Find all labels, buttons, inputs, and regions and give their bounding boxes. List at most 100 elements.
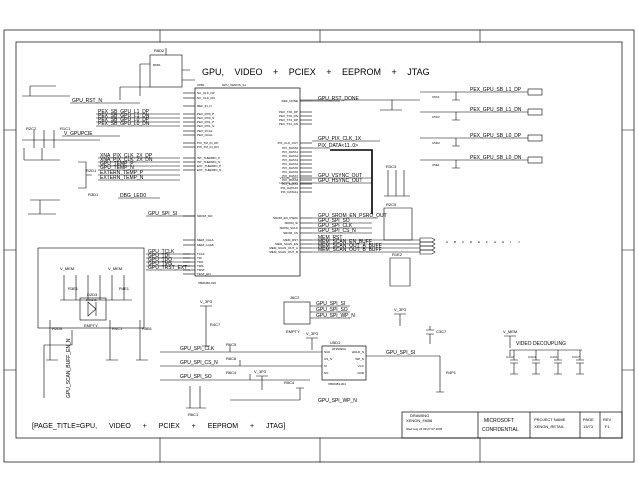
eeprom-pin-label-vcc: VCC [358, 364, 365, 368]
left-net-dbg-led0: DBG_LED0 [120, 193, 146, 199]
gpu-symbol [194, 87, 301, 277]
gpu-left-pin-label-int-thermo-p: INT_THERMO_P [197, 156, 220, 160]
gpu-right-pin-label-pix-data1: PIX_DATA1 [282, 150, 298, 154]
gpu-left-pin-label-tdo: TDO [197, 260, 204, 264]
resistor-label-r1c1: R1C1 [60, 126, 71, 131]
thermal-net-bracket [78, 161, 92, 189]
net-bottom-spi-so: GPU_SPI_SO [180, 374, 212, 380]
right-net-gpu-spi-clk: GPU_SPI_CLK [318, 223, 353, 229]
diode-d2d3 [79, 297, 107, 321]
mem-offpage-flag [419, 237, 436, 243]
gpu-right-pin-label-srom-en-psro: SROM_EN_PSRO [273, 216, 299, 220]
gpu-right-pin-label-srom-si: SROM_SI [284, 221, 298, 225]
eeprom-pin-label-gnd: GND [357, 371, 365, 375]
resistor-label-r2d5: R2D5 [52, 326, 63, 331]
gpu-left-pin-label-pex-rx1-p: PEX_RX1_P [197, 120, 214, 124]
decoupling-cap [532, 350, 540, 375]
right-net-gpu-hsync-out: GPU_HSYNC_OUT [318, 178, 362, 184]
right-net-pix-data-11-0: PIX_DATA<11..0> [318, 143, 358, 149]
frame-ticks [4, 30, 634, 462]
cap-label-c3c7: C3C7 [436, 329, 447, 334]
right-net-mem-rst: MEM_RST [318, 235, 342, 241]
supply-label-v3p3-a: V_3P3 [200, 299, 213, 304]
resistor-label-r6c4: R6C4 [226, 370, 237, 375]
pcie-offpage-flag [527, 134, 543, 142]
stub-label-j: J [518, 240, 520, 244]
resistor-label-r5c4: R5C4 [284, 380, 295, 385]
jtag-connector-empty: EMPTY [286, 329, 300, 334]
eeprom-pin-label-wp-n: WP_N [355, 357, 364, 361]
gpu-right-pin-label-mem-scan-out-b: MEM_SCAN_OUT_B [269, 250, 298, 254]
gpu-right-pin-label-ref-done: REF_DONE [282, 99, 298, 103]
gpu-left-pin-label-pex-rx1-n: PEX_RX1_N [197, 124, 214, 128]
resistor-label-r3e1: R3E1 [68, 286, 79, 291]
left-net-group: GPU_RST_NPEX_SB_GPU_L1_DPPEX_SB_GPU_L1_D… [62, 98, 195, 271]
reset-done-wire [300, 99, 420, 111]
decoupling-cap-label: C4C2 [506, 355, 514, 359]
decoupling-cap-label: C4C3 [528, 355, 536, 359]
title-project-label: PROJECT NAME [534, 417, 566, 422]
gpu-left-pin-group: NC_CLK_DPNC_CLK_DNREF_IN_NPEX_RX0_PPEX_R… [183, 91, 221, 276]
resistor-label-r6d2: R6D2 [154, 48, 165, 53]
title-rev-label: REV [603, 417, 612, 422]
right-net-gpu-spi-cs-n: GPU_SPI_CS_N [318, 228, 356, 234]
title-company: MICROSOFT [484, 418, 514, 424]
gpu-right-pin-label-pix-data7: PIX_DATA7 [282, 174, 298, 178]
title-page-value: 13/73 [583, 424, 594, 429]
right-net-gpu-vsync-out: GPU_VSYNC_OUT [318, 173, 362, 179]
stub-label-c: C [462, 240, 465, 244]
gpu-left-pin-label-nc-clk-dp: NC_CLK_DP [197, 91, 215, 95]
right-net-mem-scan-out-a-buff: MEM_SCAN_OUT_A_BUFF [318, 243, 382, 249]
left-net-extern-temp-n: EXTERN_TEMP_N [100, 175, 144, 181]
right-net-gpu-pix-clk-1x: GPU_PIX_CLK_1X [318, 136, 362, 142]
bottom-spi-wires [160, 346, 444, 409]
title-drawing-value: XENON_FAB6 [406, 418, 433, 423]
gpu-left-pin-label-ref-in-n: REF_IN_N [197, 104, 212, 108]
stub-label-f: F [486, 240, 488, 244]
stub-label-e: E [478, 240, 480, 244]
pcie-cap-label: C5E1 [432, 163, 440, 167]
page-title-note: [PAGE_TITLE=GPU, VIDEO + PCIEX + EEPROM … [32, 423, 285, 430]
eeprom-pin-label-si: SI [324, 364, 327, 368]
left-net-gpu-tdi: GPU_TDI [148, 253, 170, 259]
jtag-connector [283, 301, 350, 325]
resistor-label-r1e2: R1E2 [392, 252, 403, 257]
left-resistor-strip [22, 85, 100, 215]
resistor-label-r3d1: R3D1 [88, 192, 99, 197]
left-net-gpu-temp-n: GPU_TEMP_N [100, 165, 134, 171]
gpu-right-pin-label-vsync-out: VSYNC_OUT [280, 176, 299, 180]
stub-label-d: D [470, 240, 473, 244]
left-net-xna-pix-clk-2x-dp: XNA_PIX_CLK_2X_DP [100, 153, 153, 159]
eeprom-refdes: U5D1 [330, 340, 341, 345]
right-resistor-bank [383, 170, 413, 287]
power-net-v-mem-left2: V_MEM [108, 266, 122, 271]
gpu-right-pin-label-pix-data0: PIX_DATA0 [282, 146, 298, 150]
left-net-gpu-rst-n: GPU_RST_N [72, 98, 102, 104]
gpu-right-pin-label-srom-cs: SROM_CS [283, 231, 298, 235]
supply-label-v3p3-c: V_3P3 [254, 369, 267, 374]
gpu-left-pin-label-pex-rx0-n: PEX_RX0_N [197, 116, 214, 120]
gpu-right-pin-label-pix-data4: PIX_DATA4 [282, 162, 298, 166]
gpu-right-pin-label-pix-data2: PIX_DATA2 [282, 154, 298, 158]
cap-c3c7 [426, 326, 434, 344]
top-left-resistor-group [119, 48, 195, 100]
stub-label-g: G [494, 240, 497, 244]
net-jtag-spi-si: GPU_SPI_SI [316, 301, 345, 307]
eeprom-pin-label-hold-n: HOLD_N [352, 350, 364, 354]
pcie-offpage-flag [527, 156, 543, 164]
gpu-left-pin-label-trst: TRST [197, 268, 205, 272]
far-right-net-pex-gpu-sb-l1-dp: PEX_GPU_SB_L1_DP [470, 87, 522, 93]
pcie-offpage-flag [527, 88, 543, 96]
left-net-pex-sb-gpu-l1-dn: PEX_SB_GPU_L1_DN [98, 113, 150, 119]
pix-data-bus [330, 149, 373, 214]
decoupling-cap [510, 350, 518, 375]
gpu-right-pin-label-pix-data6: PIX_DATA6 [282, 170, 298, 174]
net-bottom-spi-clk: GPU_SPI_CLK [180, 346, 215, 352]
gpu-right-pin-label-pex-tx0-dn: PEX_TX0_DN [279, 114, 298, 118]
pcie-cap-label: C5C2 [432, 115, 440, 119]
bottom-left-resistors [46, 320, 148, 361]
title-drawing-label: DRAWING [410, 413, 429, 418]
